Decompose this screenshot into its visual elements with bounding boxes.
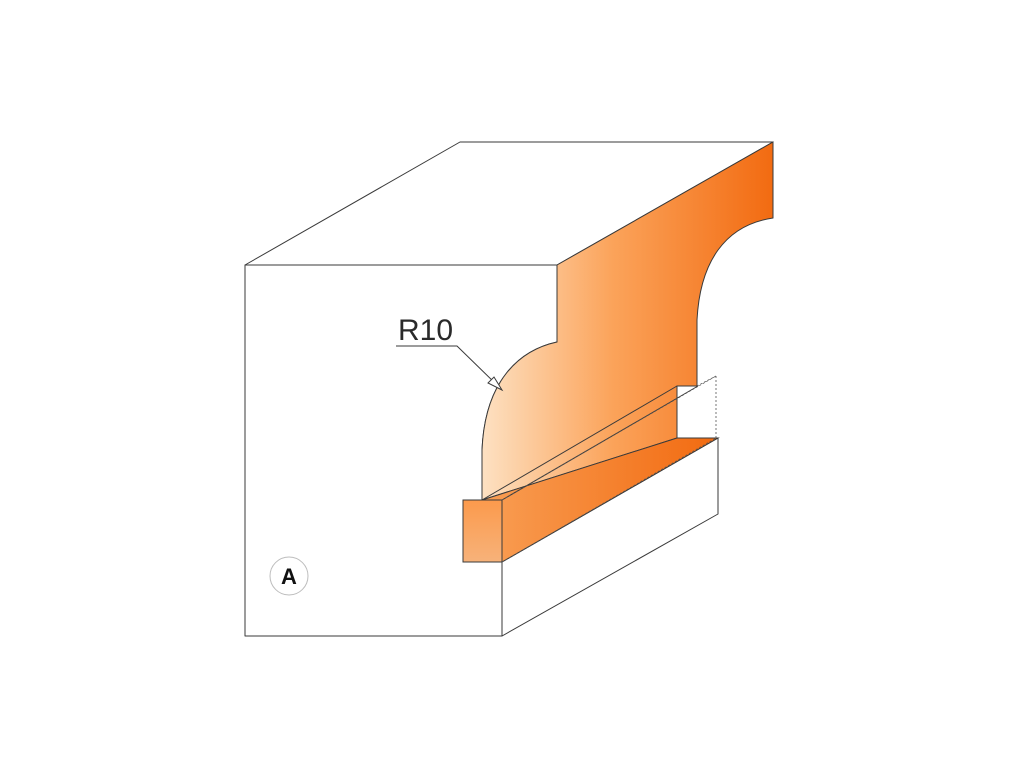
radius-label: R10 <box>398 314 453 347</box>
radius-leader-line <box>396 345 499 387</box>
radius-leader-arrow <box>487 376 504 392</box>
hidden-edge-corner <box>696 375 717 387</box>
view-marker-label: A <box>281 564 297 589</box>
view-marker-circle <box>269 556 309 596</box>
hidden-edge-bottom <box>501 437 717 563</box>
hidden-edge-top <box>501 375 717 501</box>
step-inner-line <box>481 385 678 501</box>
rebate-step-front <box>462 499 503 563</box>
